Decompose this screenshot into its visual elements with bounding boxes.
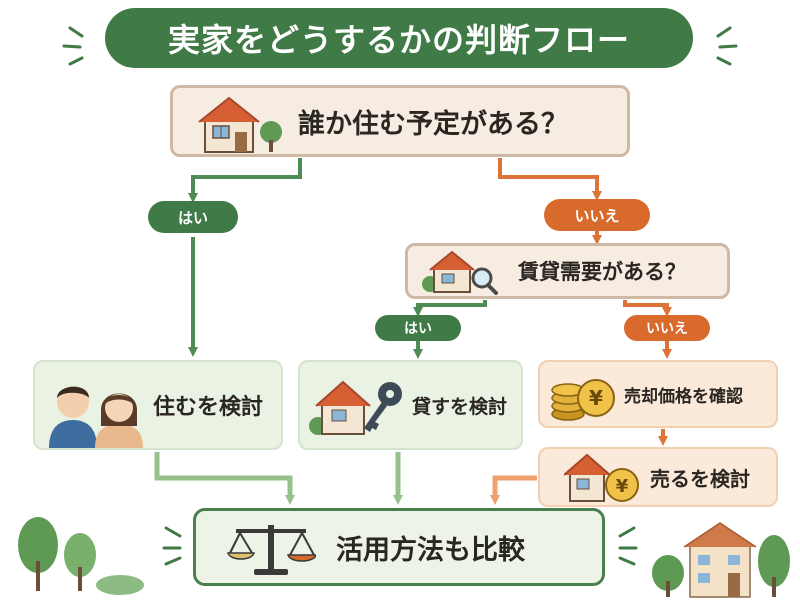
outcome-live-text: 住むを検討: [153, 395, 264, 420]
trees-decoration-icon: [18, 517, 144, 595]
arrow-q2-no: [623, 300, 672, 317]
family-icon: [49, 386, 143, 448]
outcome-price-box: ¥ 売却価格を確認: [538, 360, 778, 428]
outcome-price-text: 売却価格を確認: [624, 386, 743, 407]
sparkle-icon: [716, 26, 738, 66]
coins-yen-icon: ¥: [551, 379, 615, 421]
question-1-text: 誰か住む予定がある？: [298, 108, 568, 140]
title-banner: 実家をどうするかの判断フロー: [105, 8, 693, 68]
outcome-rent-box: 貸すを検討: [298, 360, 523, 450]
arrow-q2-yes: [413, 300, 487, 317]
page-title: 実家をどうするかの判断フロー: [167, 21, 630, 59]
question-box-2: 賃貸需要がある？: [405, 243, 730, 299]
answer-no-2: いいえ: [624, 315, 710, 341]
house-icon: [198, 96, 282, 153]
outcome-compare-text: 活用方法も比較: [336, 534, 525, 566]
arrow-live-compare: [154, 452, 295, 505]
question-2-text: 賃貸需要がある？: [518, 260, 686, 284]
outcome-compare-box: 活用方法も比較: [193, 508, 605, 586]
outcome-sell-box: ¥ 売るを検討: [538, 447, 778, 507]
svg-text:¥: ¥: [616, 476, 629, 497]
scale-icon: [227, 525, 316, 575]
outcome-live-box: 住むを検討: [33, 360, 283, 450]
sparkle-icon: [62, 26, 84, 66]
house-yen-icon: ¥: [564, 453, 639, 502]
outcome-rent-text: 貸すを検討: [412, 395, 508, 418]
sparkle-icon: [618, 526, 638, 566]
answer-yes-1: はい: [148, 201, 238, 233]
arrow-q1-no: [498, 158, 602, 201]
arrow-sell-compare: [490, 475, 537, 505]
answer-yes-2: はい: [375, 315, 461, 341]
apartment-icon: [652, 522, 790, 598]
house-key-icon: [309, 380, 402, 435]
house-magnifier-icon: [422, 250, 498, 295]
question-box-1: 誰か住む予定がある？: [170, 85, 630, 157]
sparkle-icon: [162, 526, 182, 566]
answer-no-1: いいえ: [544, 199, 650, 231]
arrow-q1-yes: [188, 158, 302, 203]
outcome-sell-text: 売るを検討: [650, 466, 750, 491]
svg-text:¥: ¥: [589, 386, 603, 410]
